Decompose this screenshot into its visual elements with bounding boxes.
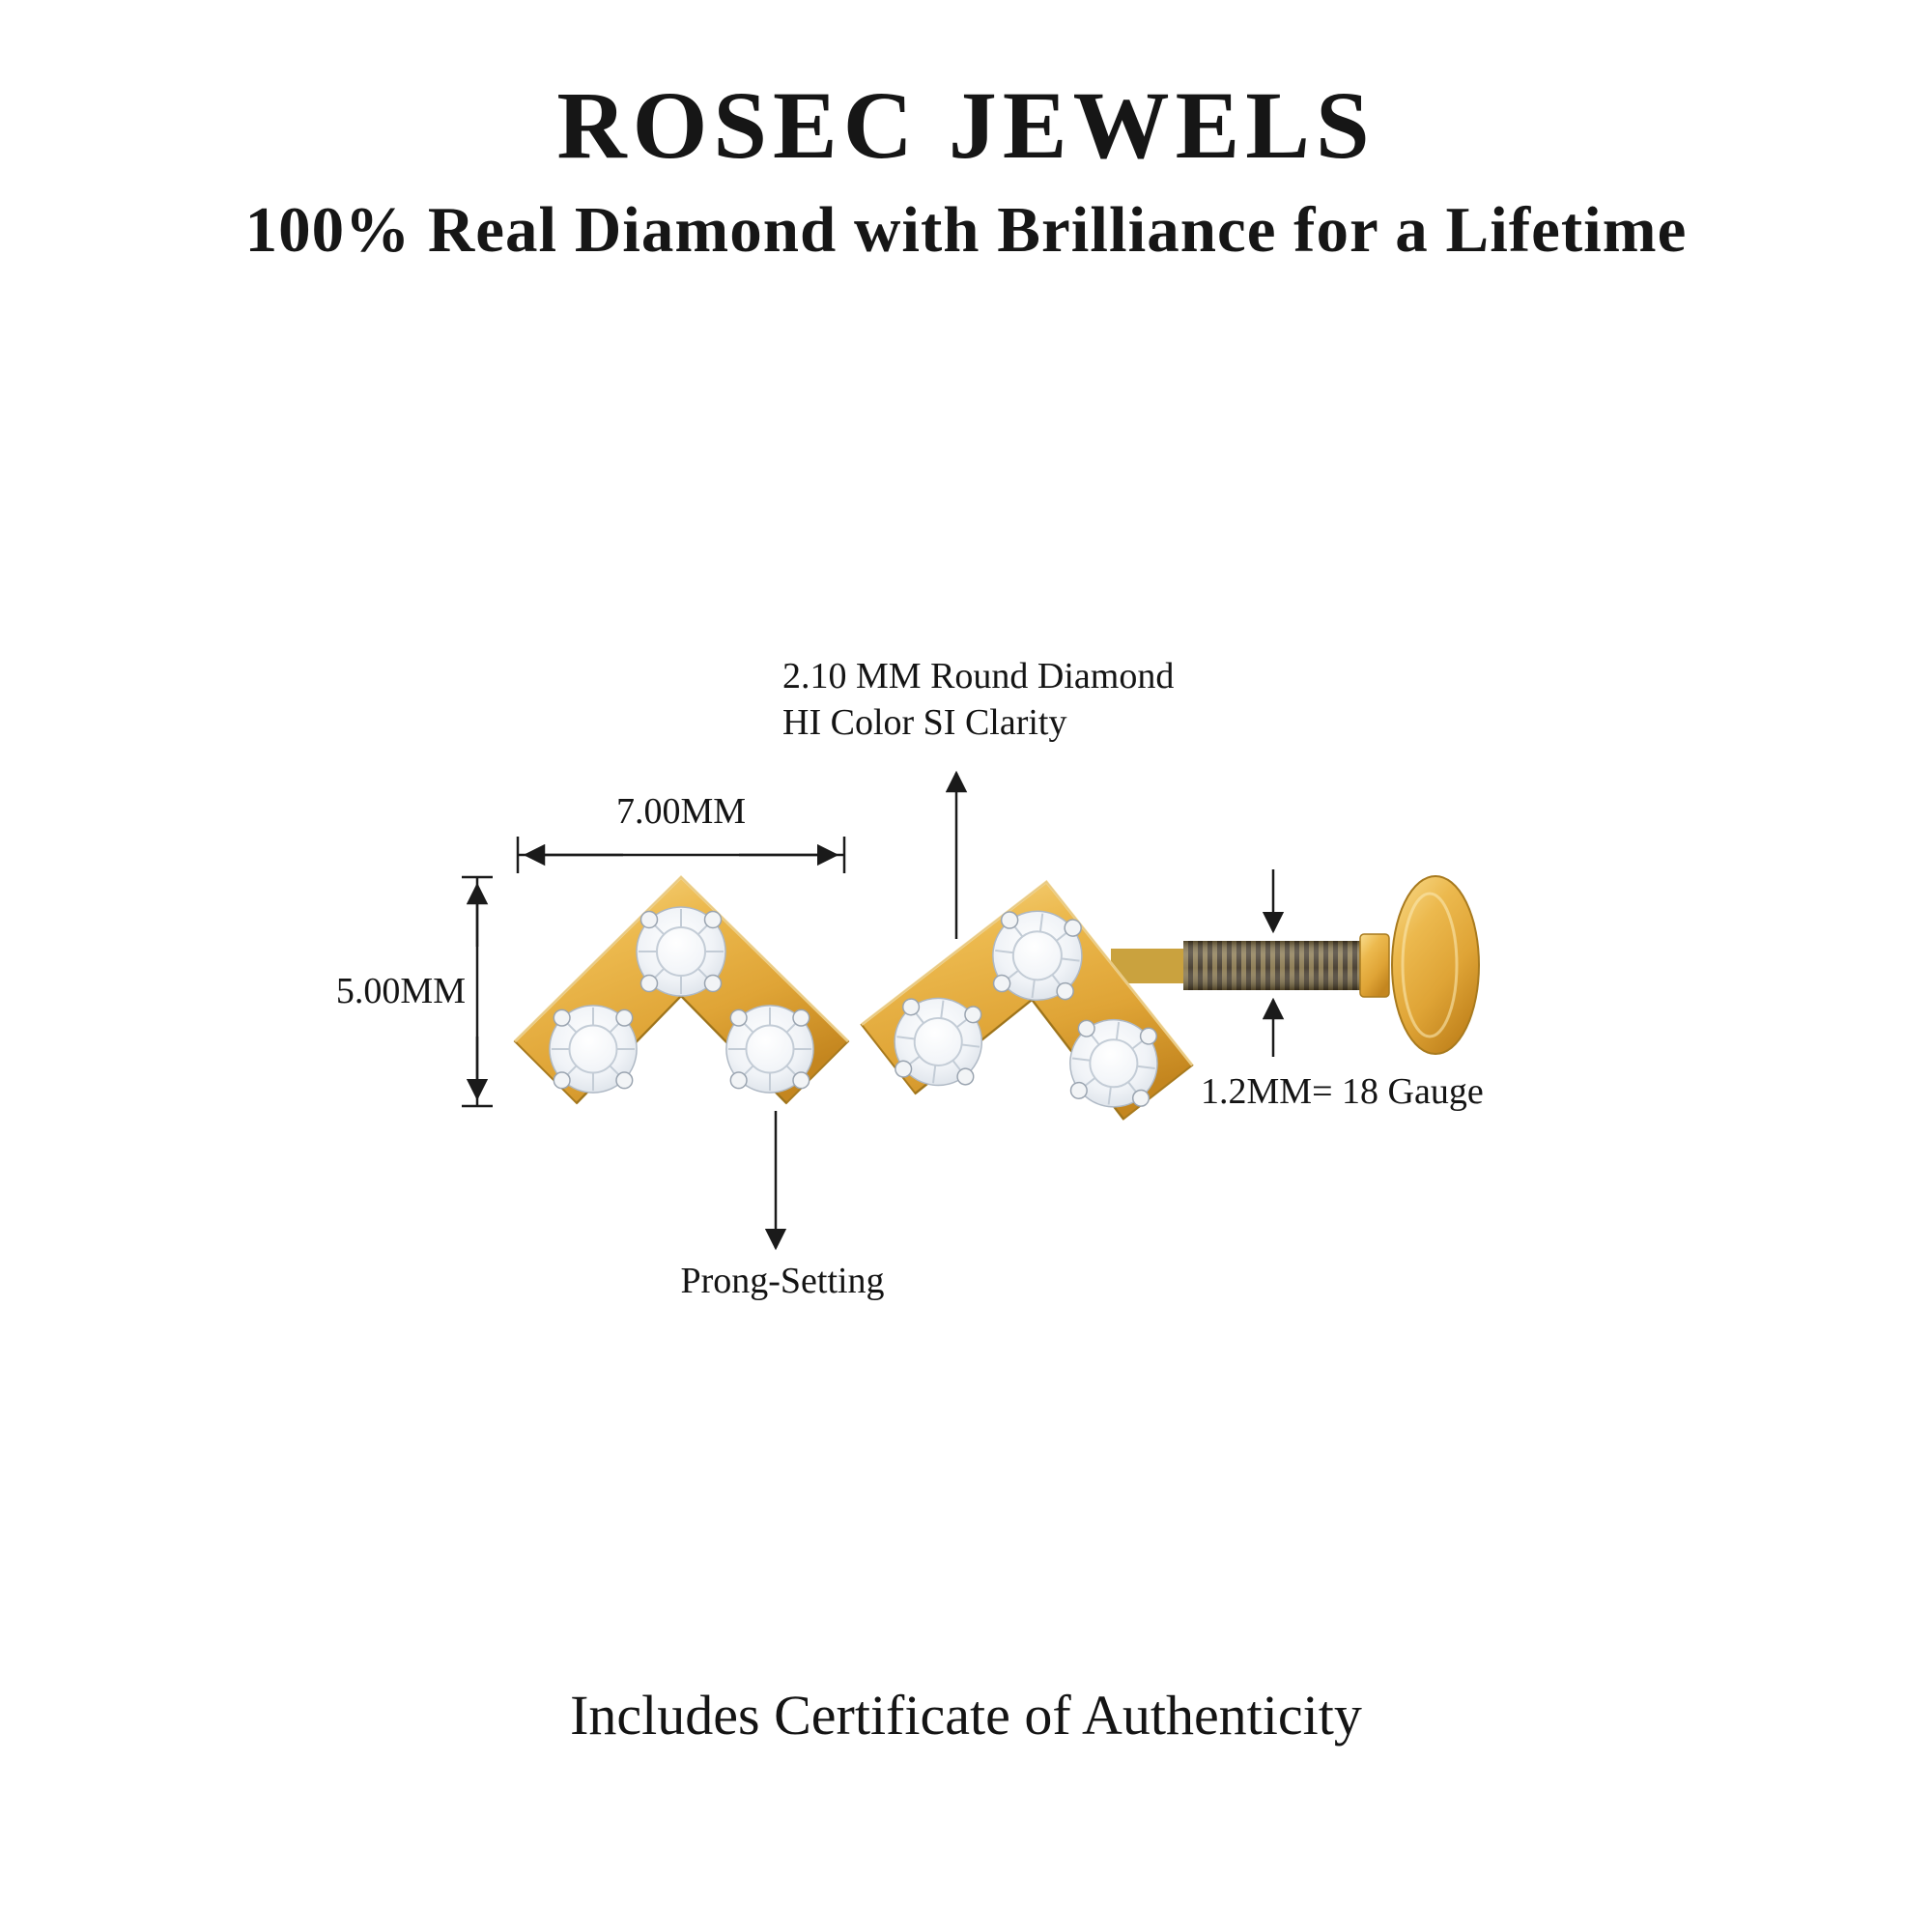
height-label: 5.00MM: [335, 971, 466, 1011]
prong-setting-label: Prong-Setting: [680, 1261, 885, 1301]
tagline: 100% Real Diamond with Brilliance for a …: [244, 194, 1688, 266]
width-label: 7.00MM: [615, 791, 747, 832]
brand-title: ROSEC JEWELS: [556, 71, 1376, 179]
earring-front-view: [515, 877, 848, 1103]
diamond-spec-line1: 2.10 MM Round Diamond: [782, 656, 1175, 696]
screw-post: [1111, 933, 1390, 998]
diamond-spec-label: 2.10 MM Round Diamond HI Color SI Clarit…: [782, 653, 1174, 746]
diamond-spec-line2: HI Color SI Clarity: [782, 702, 1067, 743]
gauge-label: 1.2MM= 18 Gauge: [1201, 1071, 1484, 1112]
earring-side-view: [854, 862, 1480, 1126]
chevron-pendant-front: [515, 877, 848, 1103]
post-collar: [1359, 933, 1390, 998]
width-dimension: [516, 837, 846, 873]
thread-shading: [1183, 941, 1362, 990]
height-dimension: [462, 875, 493, 1108]
disc-back: [1391, 875, 1480, 1055]
chevron-pendant-side: [854, 862, 1212, 1126]
certificate-note: Includes Certificate of Authenticity: [570, 1684, 1362, 1747]
